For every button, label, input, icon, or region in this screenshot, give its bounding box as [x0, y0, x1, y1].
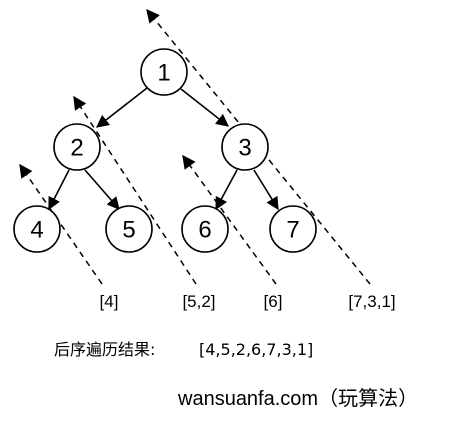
- edge-1-3: [180, 88, 230, 127]
- result-prefix: 后序遍历结果:: [54, 340, 155, 359]
- site-watermark: wansuanfa.com（玩算法）: [177, 387, 418, 410]
- group-label-7-3-1: [7,3,1]: [348, 292, 395, 311]
- tree-node-1: 1: [140, 48, 188, 96]
- tree-edges: [48, 87, 279, 211]
- edge-3-7: [253, 169, 279, 211]
- tree-node-7: 7: [269, 205, 317, 253]
- svg-text:5: 5: [122, 217, 135, 244]
- tree-node-5: 5: [105, 205, 153, 253]
- svg-text:1: 1: [157, 60, 170, 87]
- tree-node-2: 2: [53, 123, 101, 171]
- svg-text:6: 6: [198, 217, 211, 244]
- edge-2-5: [84, 169, 120, 210]
- group-labels: [4] [5,2] [6] [7,3,1]: [100, 292, 396, 311]
- dash-arrow-group-5-2: [73, 95, 197, 285]
- svg-text:7: 7: [286, 217, 299, 244]
- edge-1-2: [95, 87, 148, 128]
- tree-node-4: 4: [13, 205, 61, 253]
- svg-text:3: 3: [238, 135, 251, 162]
- dash-arrow-group-4: [19, 163, 103, 285]
- group-label-6: [6]: [264, 292, 283, 311]
- group-label-5-2: [5,2]: [182, 292, 215, 311]
- tree-nodes: 1 2 3 4 5 6 7: [13, 48, 317, 253]
- group-label-4: [4]: [100, 292, 119, 311]
- dash-arrow-group-6: [182, 154, 277, 285]
- tree-node-3: 3: [221, 123, 269, 171]
- edge-2-4: [48, 169, 70, 211]
- svg-text:2: 2: [70, 135, 83, 162]
- result-value: [4,5,2,6,7,3,1]: [199, 340, 313, 359]
- edge-3-6: [215, 169, 238, 211]
- svg-text:4: 4: [30, 217, 43, 244]
- tree-node-6: 6: [181, 205, 229, 253]
